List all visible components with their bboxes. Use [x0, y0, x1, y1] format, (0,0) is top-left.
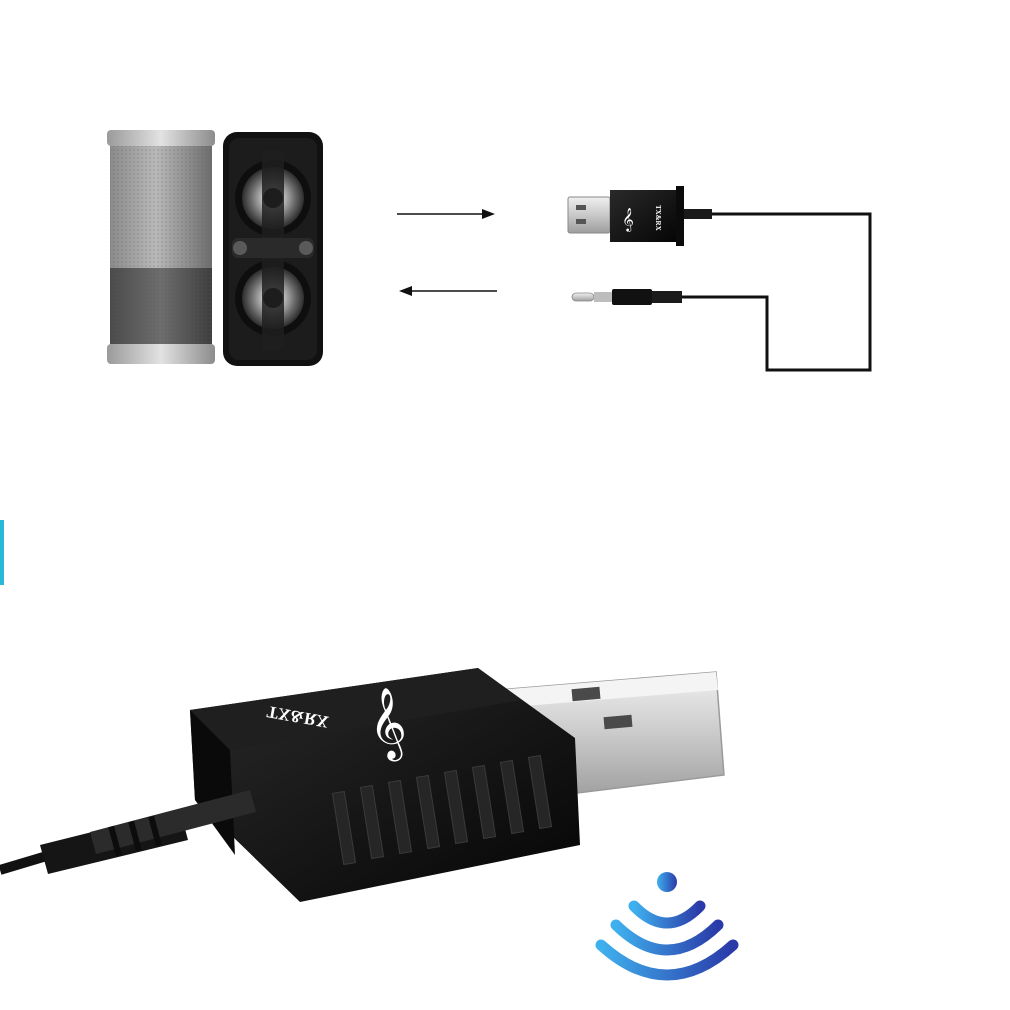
speaker-front: [107, 130, 215, 364]
small-dongle-label: TX&RX: [654, 205, 662, 231]
small-usb-dongle: 𝄞 TX&RX: [567, 186, 712, 246]
arrow-right-icon: [397, 209, 495, 219]
small-dongle-logo-icon: 𝄞: [622, 207, 634, 232]
left-edge-accent: [0, 520, 4, 585]
speaker-open-interior: [223, 132, 323, 366]
wireless-signal-icon: [595, 872, 739, 981]
audio-jack: [571, 289, 682, 305]
large-usb-dongle: 𝄞 TX&RX: [190, 668, 725, 902]
arrow-left-icon: [399, 286, 497, 296]
audio-cable: [0, 790, 256, 875]
connecting-wire: [682, 212, 872, 372]
